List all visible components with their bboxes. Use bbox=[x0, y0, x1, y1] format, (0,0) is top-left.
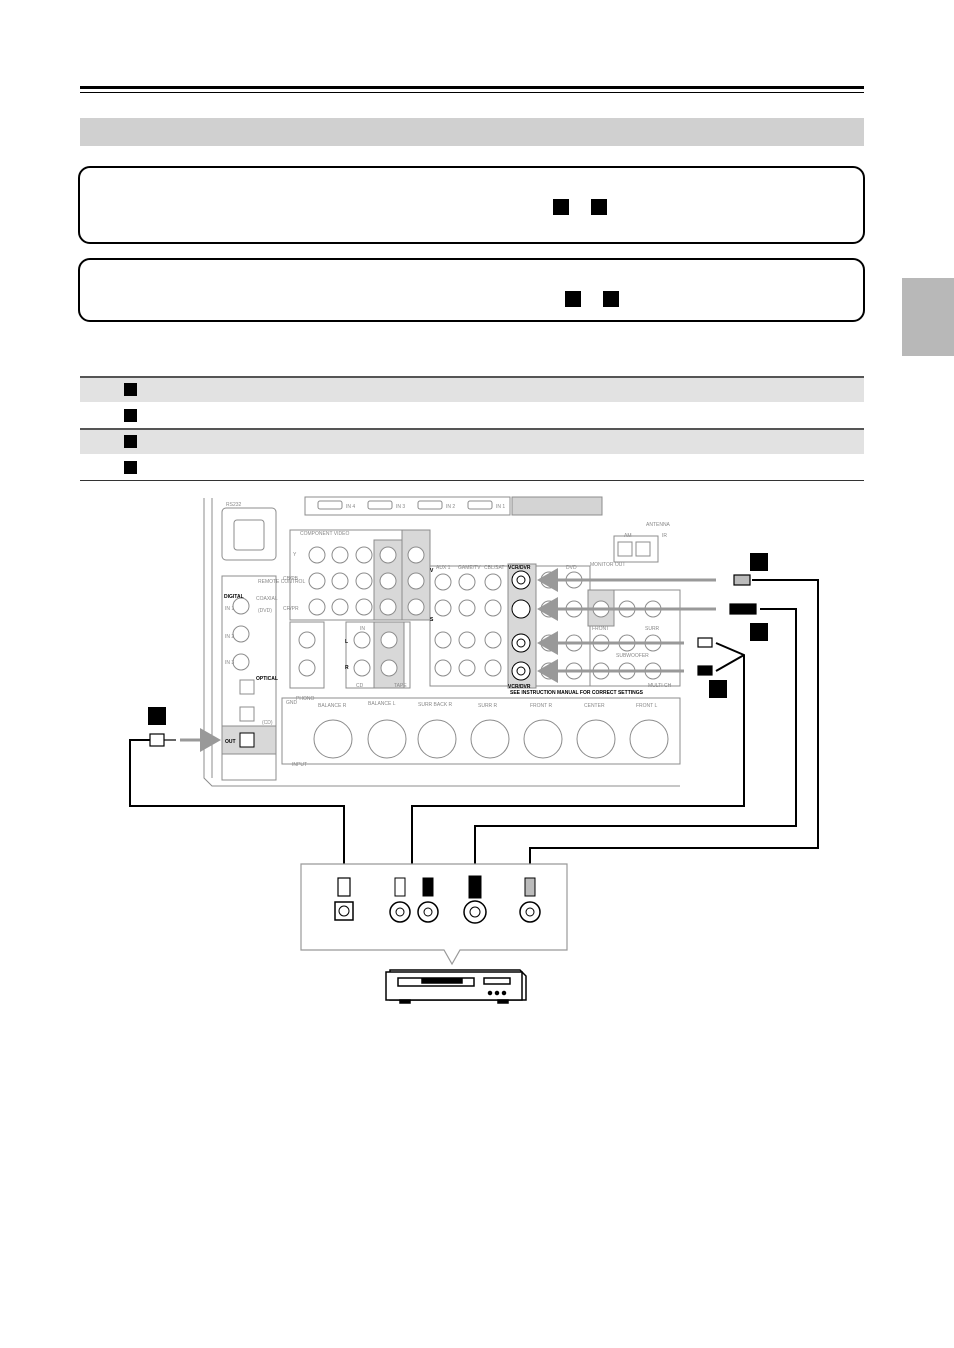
cable-composite bbox=[529, 579, 819, 880]
label-balance-r: BALANCE R bbox=[318, 703, 347, 709]
label-in2: IN 2 bbox=[225, 634, 234, 640]
cables bbox=[129, 579, 819, 880]
plug-audio-l bbox=[697, 637, 713, 648]
cable-audio bbox=[411, 642, 745, 868]
table-row-1 bbox=[80, 378, 864, 402]
label-component-video: COMPONENT VIDEO bbox=[300, 531, 349, 537]
label-vcr-dvr-top: VCR/DVR bbox=[508, 565, 531, 571]
label-balance-l: BALANCE L bbox=[368, 701, 396, 707]
note-box-1-marker-b bbox=[591, 199, 607, 215]
header-rule-thin bbox=[80, 92, 864, 93]
table-bottom-rule bbox=[80, 480, 864, 481]
label-r: R bbox=[345, 665, 349, 671]
panel-labels: RS232 IN 4 IN 3 IN 2 IN 1 COMPONENT VIDE… bbox=[224, 502, 672, 768]
label-monitor-out: MONITOR OUT bbox=[590, 562, 625, 568]
label-cbl-sat: CBL/SAT bbox=[484, 565, 504, 571]
label-y: Y bbox=[293, 552, 297, 558]
callout-3 bbox=[709, 680, 727, 698]
note-box-2 bbox=[78, 258, 865, 322]
plug-optical bbox=[149, 733, 165, 747]
label-vcr-dvr-bottom: VCR/DVR bbox=[508, 684, 531, 690]
table-row-4-marker bbox=[124, 461, 137, 474]
label-input: INPUT bbox=[292, 762, 307, 768]
label-front: FRONT bbox=[592, 626, 609, 632]
label-remote-control: REMOTE CONTROL bbox=[258, 579, 305, 585]
label-hdmi-in1: IN 1 bbox=[496, 504, 505, 510]
device-jack-callout bbox=[300, 863, 568, 966]
table-row-1-marker bbox=[124, 383, 137, 396]
header-rule-thick bbox=[80, 86, 864, 89]
callout-4 bbox=[148, 707, 166, 725]
callout-1 bbox=[750, 553, 768, 571]
label-cd: CD bbox=[356, 683, 364, 689]
label-surr: SURR bbox=[645, 626, 660, 632]
label-hdmi-in4: IN 4 bbox=[346, 504, 355, 510]
label-see-manual: SEE INSTRUCTION MANUAL FOR CORRECT SETTI… bbox=[510, 690, 644, 696]
signal-arrows bbox=[180, 568, 716, 752]
label-front-l: FRONT L bbox=[636, 703, 658, 709]
label-optical: OPTICAL bbox=[256, 676, 278, 682]
label-cb-pb: CB/PB bbox=[283, 576, 299, 582]
note-box-1-marker-a bbox=[553, 199, 569, 215]
plug-composite bbox=[733, 574, 751, 586]
label-hdmi-in3: IN 3 bbox=[396, 504, 405, 510]
note-box-2-marker-b bbox=[603, 291, 619, 307]
recorder-device bbox=[385, 969, 527, 1004]
label-aux1: AUX 1 bbox=[436, 565, 451, 571]
table-row-3-marker bbox=[124, 435, 137, 448]
label-in1: IN 1 bbox=[225, 606, 234, 612]
table-top-rule bbox=[80, 376, 864, 378]
label-ir: IR bbox=[662, 533, 667, 539]
label-digital: DIGITAL bbox=[224, 594, 244, 600]
section-title-bar bbox=[80, 118, 864, 146]
cable-svideo bbox=[474, 608, 797, 880]
label-coaxial: COAXIAL bbox=[256, 596, 278, 602]
label-s: S bbox=[430, 617, 434, 623]
label-gnd: GND bbox=[286, 700, 298, 706]
label-front-r: FRONT R bbox=[530, 703, 553, 709]
label-am: AM bbox=[624, 533, 632, 539]
label-dvd-coax: (DVD) bbox=[258, 608, 272, 614]
label-cr-pr: CR/PR bbox=[283, 606, 299, 612]
label-antenna: ANTENNA bbox=[646, 522, 671, 528]
plug-svideo bbox=[729, 603, 757, 615]
label-surr-back-r: SURR BACK R bbox=[418, 702, 453, 708]
panel-jacks bbox=[232, 541, 669, 759]
label-game-tv: GAME/TV bbox=[458, 565, 481, 571]
table-row-3 bbox=[80, 430, 864, 454]
label-in3: IN 3 bbox=[225, 660, 234, 666]
callout-2 bbox=[750, 623, 768, 641]
label-phono: PHONO bbox=[296, 696, 314, 702]
label-v: V bbox=[430, 568, 434, 574]
table-row-2-marker bbox=[124, 409, 137, 422]
label-cd-opt: (CD) bbox=[262, 720, 273, 726]
note-box-2-marker-a bbox=[565, 291, 581, 307]
note-box-1 bbox=[78, 166, 865, 244]
cable-plugs bbox=[149, 574, 757, 747]
label-center: CENTER bbox=[584, 703, 605, 709]
label-hdmi-in2: IN 2 bbox=[446, 504, 455, 510]
label-multi-ch: MULTI CH bbox=[648, 683, 672, 689]
cable-optical bbox=[129, 739, 345, 878]
label-rs232: RS232 bbox=[226, 502, 242, 508]
table-mid-rule bbox=[80, 428, 864, 430]
label-surr-r: SURR R bbox=[478, 703, 498, 709]
label-subwoofer: SUBWOOFER bbox=[616, 653, 649, 659]
label-dvd: DVD bbox=[566, 565, 577, 571]
label-out: OUT bbox=[225, 739, 236, 745]
plug-audio-r bbox=[697, 665, 713, 676]
label-cd-in: IN bbox=[360, 626, 365, 632]
chapter-side-tab bbox=[902, 278, 954, 356]
label-tape: TAPE bbox=[394, 683, 407, 689]
label-l: L bbox=[345, 639, 348, 645]
